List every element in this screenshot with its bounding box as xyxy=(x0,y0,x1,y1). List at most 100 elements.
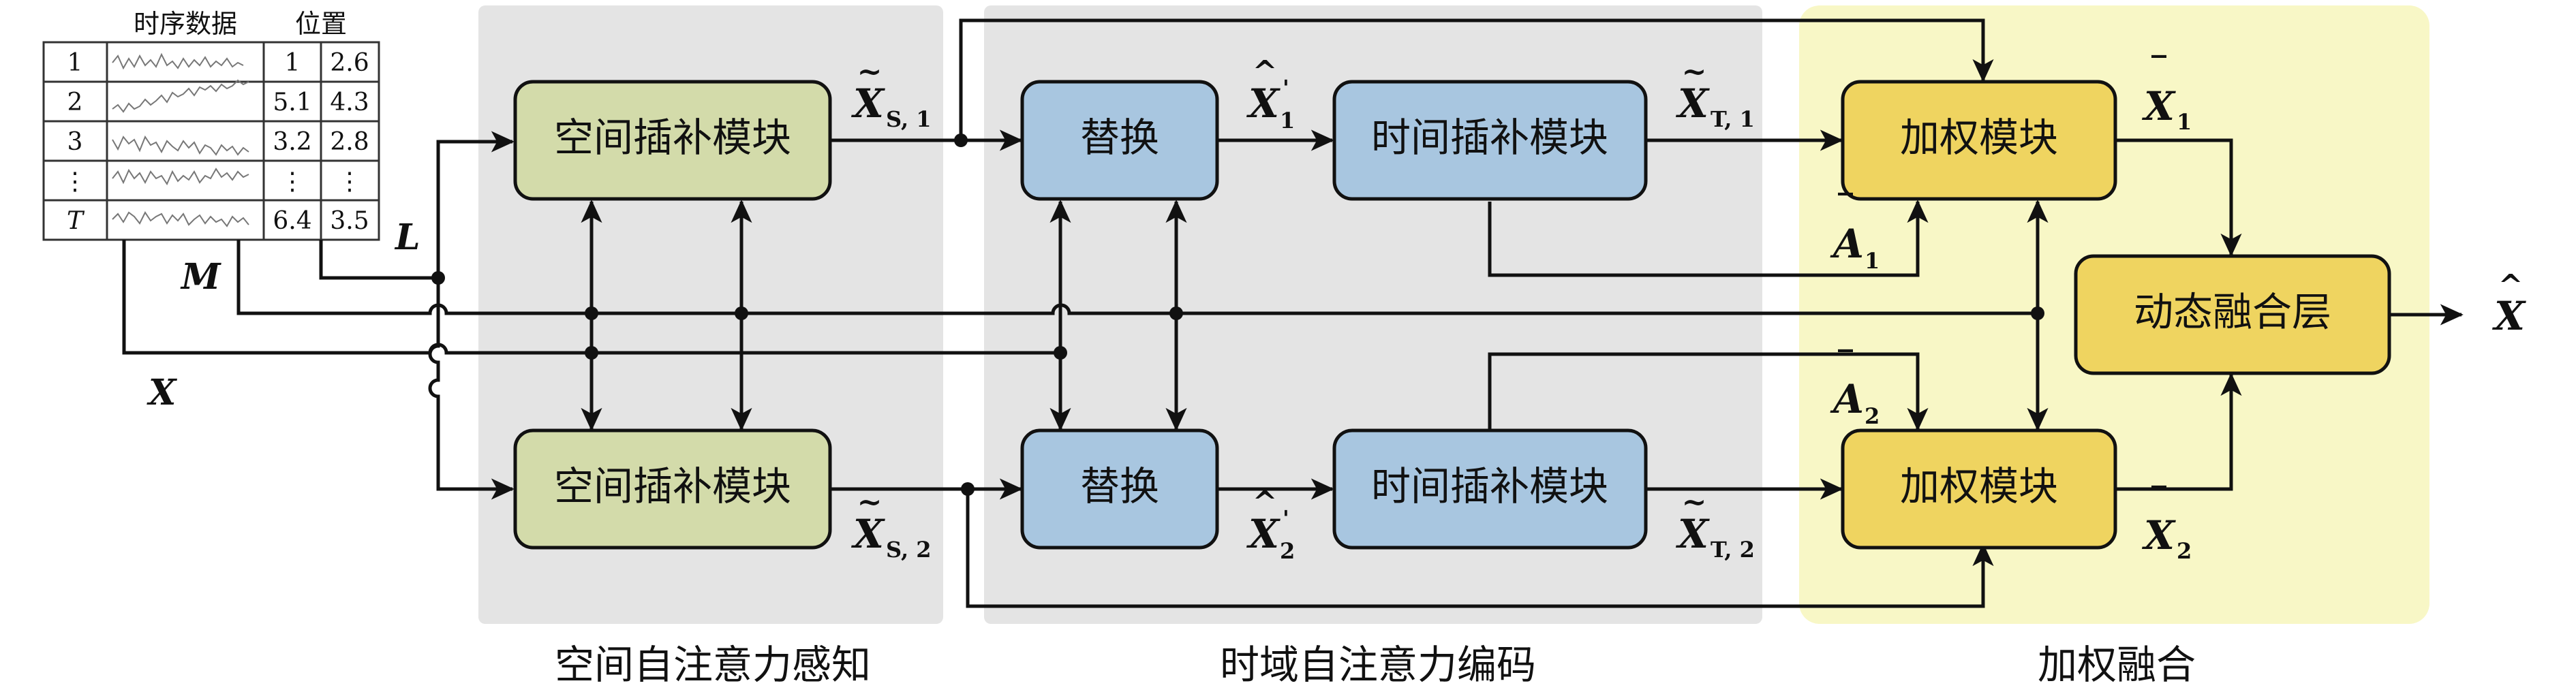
row-id: 2 xyxy=(67,89,83,116)
signal-a1: ‾ A 1 xyxy=(1830,188,1880,274)
signal-xbar2: ‾ X 2 xyxy=(2141,481,2192,564)
row-p1: 5.1 xyxy=(273,89,311,116)
block-label: 加权模块 xyxy=(1900,114,2058,161)
spatial-module-bottom: 空间插补模块 xyxy=(513,428,832,550)
svg-text:1: 1 xyxy=(1280,108,1295,133)
svg-text:A: A xyxy=(1830,376,1864,422)
time-series-sparklines xyxy=(112,52,249,227)
region-caption-temporal: 时域自注意力编码 xyxy=(1220,642,1536,688)
signal-x1-prime: ^ X 1 ' xyxy=(1246,54,1295,133)
row-p1: 6.4 xyxy=(273,207,311,235)
row-id: T xyxy=(67,207,85,235)
x-line xyxy=(122,240,1060,355)
signal-a2: ‾ A 2 xyxy=(1830,345,1880,429)
input-label-X: X xyxy=(147,372,178,413)
input-label-L: L xyxy=(394,217,420,258)
svg-text:T, 2: T, 2 xyxy=(1711,537,1755,563)
signal-xt2: ~ X T, 2 xyxy=(1675,485,1755,563)
block-label: 时间插补模块 xyxy=(1371,114,1608,161)
block-label: 空间插补模块 xyxy=(554,463,791,509)
input-table xyxy=(42,41,380,241)
signal-x2-prime: ^ X 2 ' xyxy=(1246,485,1295,564)
weight-module-top: 加权模块 xyxy=(1841,80,2117,201)
svg-text:X: X xyxy=(1675,511,1710,557)
row-p1: 3.2 xyxy=(273,128,311,156)
l-line xyxy=(428,278,440,432)
svg-text:‾: ‾ xyxy=(2151,50,2166,85)
row-id: ⋮ xyxy=(63,168,87,195)
temporal-module-top: 时间插补模块 xyxy=(1332,80,1648,201)
row-p2: ⋮ xyxy=(337,168,362,195)
row-p2: 3.5 xyxy=(330,207,369,235)
svg-text:S, 1: S, 1 xyxy=(886,106,932,132)
svg-text:‾: ‾ xyxy=(1838,188,1853,223)
signal-xs1: ~ X S, 1 xyxy=(850,54,932,132)
junction-dots xyxy=(431,133,2044,496)
block-label: 空间插补模块 xyxy=(554,114,791,161)
svg-text:1: 1 xyxy=(2177,109,2192,135)
svg-text:~: ~ xyxy=(857,54,883,89)
svg-text:~: ~ xyxy=(857,485,883,520)
svg-text:A: A xyxy=(1830,221,1864,267)
svg-text:X: X xyxy=(1246,511,1281,557)
svg-text:2: 2 xyxy=(1280,538,1295,564)
replace-module-top: 替换 xyxy=(1020,80,1219,201)
svg-text:X: X xyxy=(2491,293,2526,339)
signal-xs2: ~ X S, 2 xyxy=(850,485,932,563)
row-p2: 2.8 xyxy=(330,128,369,156)
xbar1-arrow xyxy=(2115,138,2242,257)
replace-module-bottom: 替换 xyxy=(1020,428,1219,550)
block-label: 替换 xyxy=(1080,463,1159,509)
spatial-module-top: 空间插补模块 xyxy=(513,80,832,201)
svg-text:2: 2 xyxy=(1865,403,1880,429)
row-p2: 4.3 xyxy=(330,89,369,116)
block-label: 加权模块 xyxy=(1900,463,2058,509)
skip-bottom xyxy=(966,489,1994,608)
weight-module-bottom: 加权模块 xyxy=(1841,428,2117,550)
region-caption-fusion: 加权融合 xyxy=(2038,642,2196,688)
l-line xyxy=(319,240,438,280)
svg-text:X: X xyxy=(2141,512,2176,559)
svg-text:T, 1: T, 1 xyxy=(1711,106,1755,132)
svg-text:X: X xyxy=(2141,83,2176,129)
svg-text:‾: ‾ xyxy=(1838,345,1853,379)
l-to-spatial-bottom xyxy=(436,432,515,500)
a2-arrow xyxy=(1488,352,1929,431)
svg-text:S, 2: S, 2 xyxy=(886,537,932,563)
dynamic-fusion-layer: 动态融合层 xyxy=(2074,254,2391,375)
svg-text:^: ^ xyxy=(1253,485,1278,520)
svg-text:~: ~ xyxy=(1682,485,1707,520)
region-caption-spatial: 空间自注意力感知 xyxy=(555,642,871,688)
svg-text:X: X xyxy=(1675,80,1710,127)
signal-xt1: ~ X T, 1 xyxy=(1675,54,1755,132)
svg-text:': ' xyxy=(1283,75,1289,101)
input-label-M: M xyxy=(180,256,221,298)
svg-text:^: ^ xyxy=(1253,54,1278,89)
svg-text:X: X xyxy=(850,80,885,127)
svg-text:X: X xyxy=(850,511,885,557)
header-position: 位置 xyxy=(295,9,347,39)
skip-top xyxy=(959,18,1994,140)
row-p1: ⋮ xyxy=(280,168,305,195)
temporal-module-bottom: 时间插补模块 xyxy=(1332,428,1648,550)
svg-text:': ' xyxy=(1283,505,1289,531)
row-p1: 1 xyxy=(285,49,301,77)
block-label: 时间插补模块 xyxy=(1371,463,1608,509)
l-to-spatial-top xyxy=(436,131,515,278)
header-series: 时序数据 xyxy=(134,9,237,39)
row-id: 1 xyxy=(67,49,83,77)
a1-arrow xyxy=(1488,200,1929,277)
svg-text:~: ~ xyxy=(1682,54,1707,89)
svg-text:X: X xyxy=(1246,80,1281,127)
row-p2: 2.6 xyxy=(330,49,369,77)
svg-text:1: 1 xyxy=(1865,248,1880,274)
block-label: 替换 xyxy=(1080,114,1159,161)
block-label: 动态融合层 xyxy=(2134,289,2331,335)
row-id: 3 xyxy=(67,128,83,156)
signal-xbar1: ‾ X 1 xyxy=(2141,50,2192,135)
svg-text:^: ^ xyxy=(2498,268,2524,303)
xbar2-arrow xyxy=(2115,373,2242,491)
svg-text:2: 2 xyxy=(2177,538,2192,564)
svg-text:‾: ‾ xyxy=(2151,481,2166,516)
